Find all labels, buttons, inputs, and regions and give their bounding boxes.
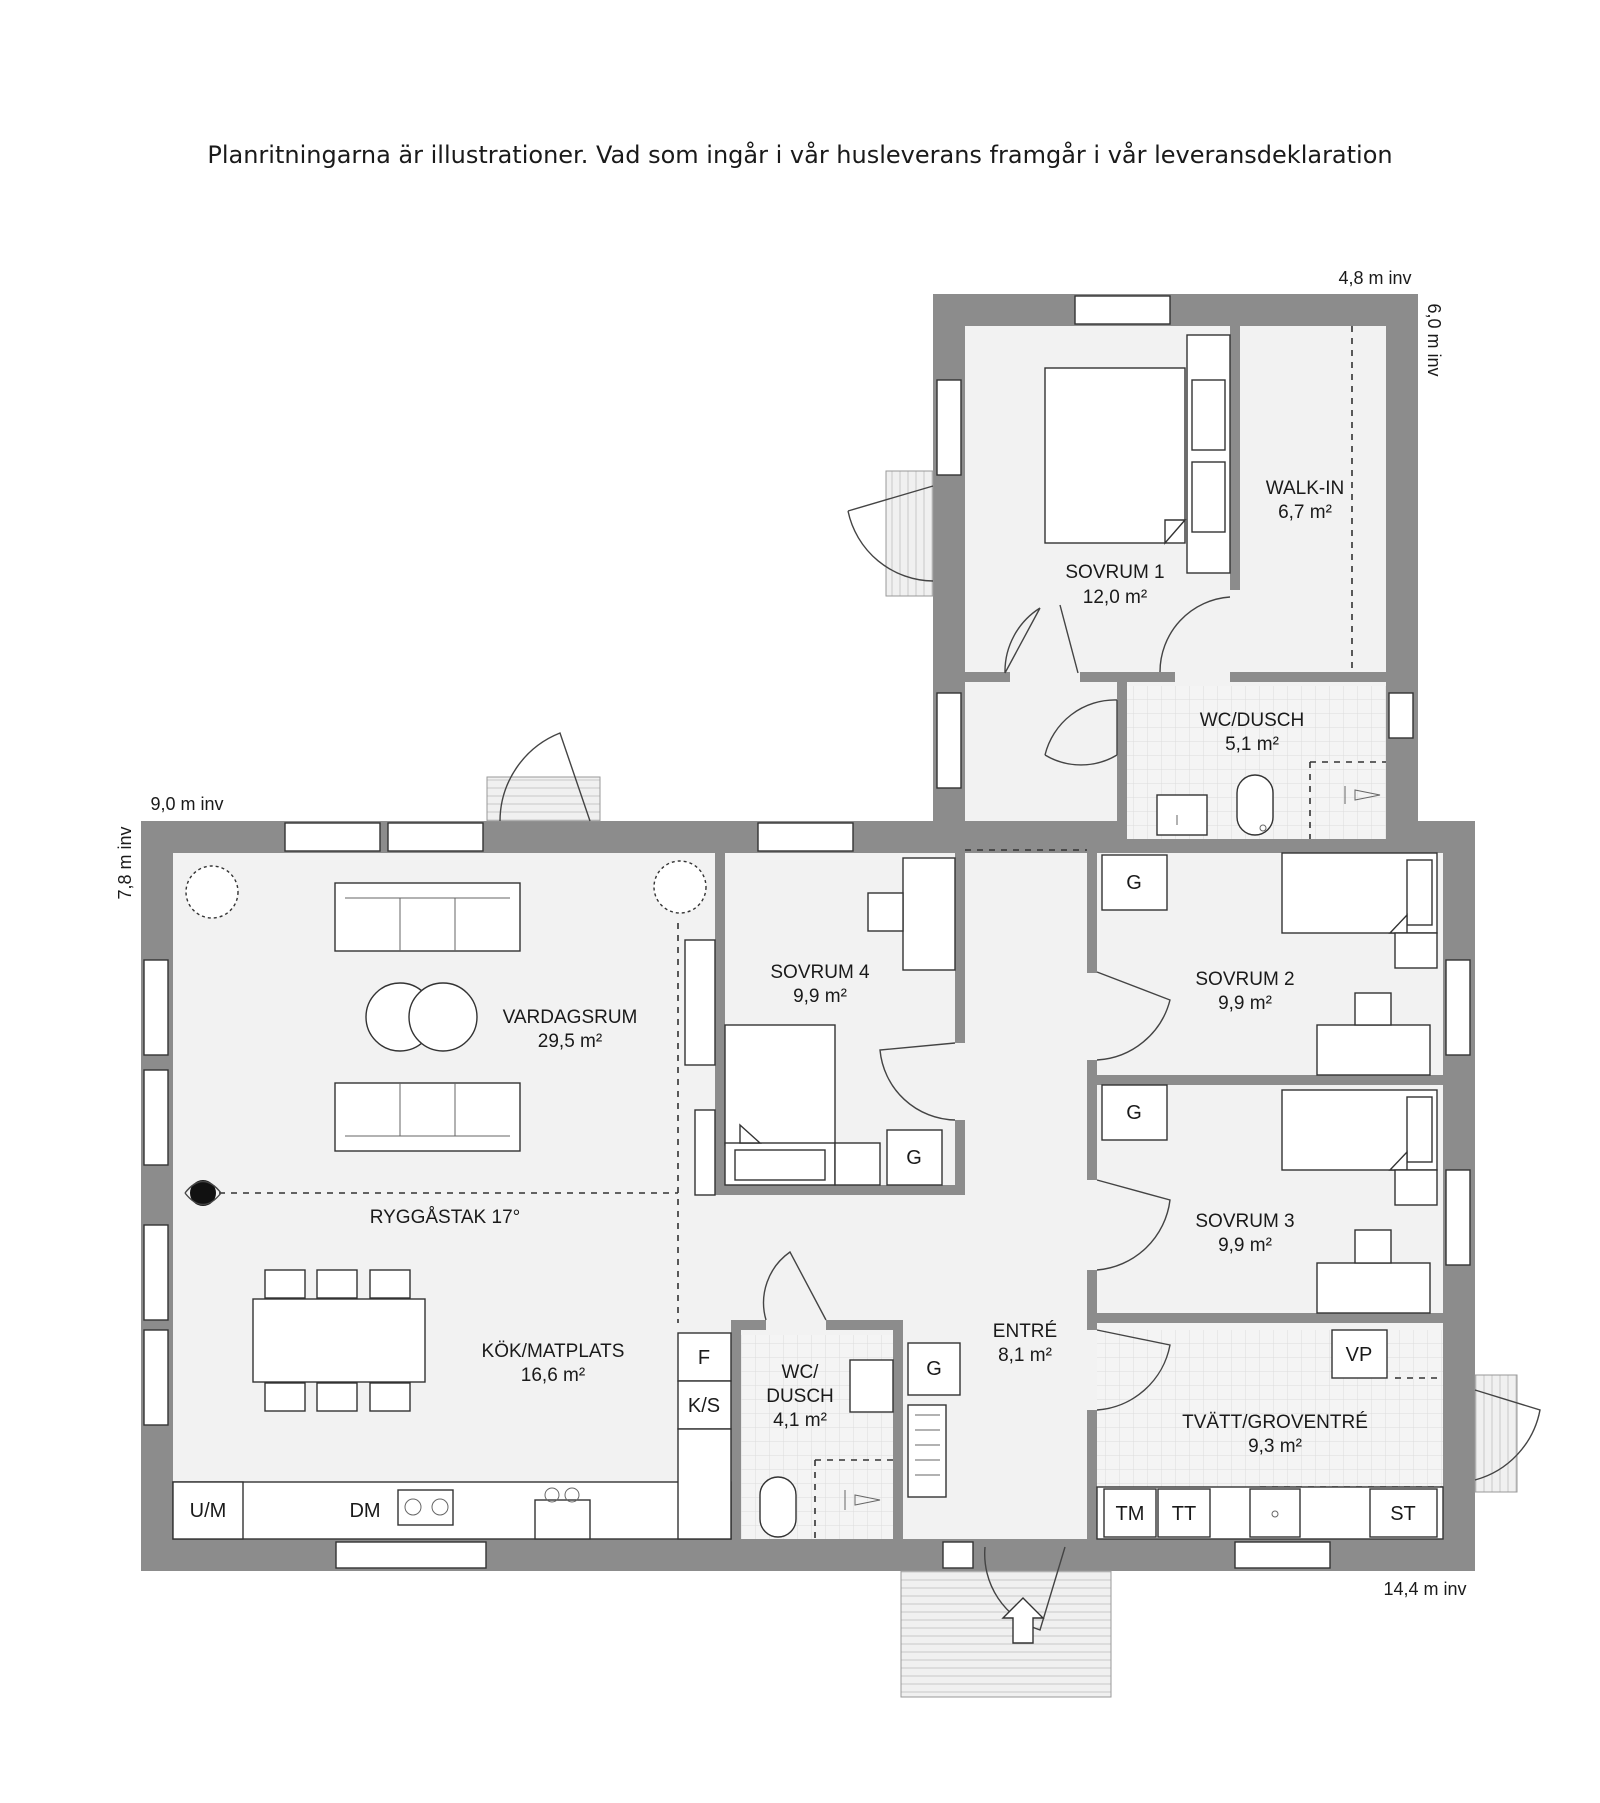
room-wc-small-name2: DUSCH	[766, 1386, 834, 1407]
room-vardagsrum-area: 29,5 m²	[538, 1031, 602, 1052]
room-tvatt-name: TVÄTT/GROVENTRÉ	[1182, 1412, 1368, 1433]
room-tvatt-area: 9,3 m²	[1248, 1436, 1302, 1457]
room-sovrum3-area: 9,9 m²	[1218, 1235, 1272, 1256]
room-wc-top-name: WC/DUSCH	[1200, 710, 1305, 731]
decks	[486, 470, 1518, 1698]
cupboard-label: ST	[1390, 1503, 1416, 1525]
heatpump-label: VP	[1346, 1344, 1373, 1366]
caption: Planritningarna är illustrationer. Vad s…	[207, 140, 1392, 169]
floors	[173, 326, 1443, 1539]
dining-furniture	[252, 1269, 426, 1412]
garderob-sovrum3: G	[1126, 1102, 1142, 1124]
room-sovrum1-name: SOVRUM 1	[1065, 562, 1164, 583]
room-walkin-area: 6,7 m²	[1278, 502, 1332, 523]
room-wc-small-area: 4,1 m²	[773, 1410, 827, 1431]
dim-bottom-total: 14,4 m inv	[1383, 1579, 1466, 1599]
sovrum4-furniture	[724, 857, 956, 1186]
room-sovrum4-name: SOVRUM 4	[770, 962, 870, 983]
room-entre-name: ENTRÉ	[993, 1321, 1057, 1342]
sovrum2-furniture	[1281, 852, 1438, 1076]
kitchen-counter	[172, 1332, 732, 1540]
room-sovrum2-area: 9,9 m²	[1218, 993, 1272, 1014]
wc-top-fixtures	[1156, 774, 1381, 836]
garderob-sovrum4: G	[906, 1147, 922, 1169]
wc-small-fixtures	[759, 1359, 894, 1538]
dashed-lines	[195, 326, 1443, 1539]
windows	[143, 295, 1471, 1569]
living-furniture	[184, 860, 716, 1206]
bed-double	[1044, 334, 1231, 574]
dim-left-width: 9,0 m inv	[150, 794, 223, 814]
fridge-label: F	[698, 1347, 710, 1369]
dim-top-right-depth: 6,0 m inv	[1424, 303, 1444, 376]
room-sovrum3-name: SOVRUM 3	[1195, 1211, 1294, 1232]
dim-left-depth: 7,8 m inv	[115, 826, 135, 899]
dim-top-right-width: 4,8 m inv	[1338, 268, 1411, 288]
washer-label: TM	[1116, 1503, 1145, 1525]
doors	[499, 485, 1541, 1644]
room-sovrum1-area: 12,0 m²	[1083, 587, 1147, 608]
roof-note: RYGGÅSTAK 17°	[370, 1207, 521, 1228]
oven-micro-label: U/M	[190, 1500, 227, 1522]
room-sovrum4-area: 9,9 m²	[793, 986, 847, 1007]
room-wc-top-area: 5,1 m²	[1225, 734, 1279, 755]
fridge-freezer-label: K/S	[688, 1395, 720, 1417]
dishwasher-label: DM	[349, 1500, 380, 1522]
room-entre-area: 8,1 m²	[998, 1345, 1052, 1366]
garderob-sovrum2: G	[1126, 872, 1142, 894]
room-walkin-name: WALK-IN	[1266, 478, 1344, 499]
laundry-furniture	[1096, 1329, 1444, 1540]
entry-furniture	[907, 1342, 961, 1498]
room-kok-area: 16,6 m²	[521, 1365, 585, 1386]
room-sovrum2-name: SOVRUM 2	[1195, 969, 1294, 990]
room-vardagsrum-name: VARDAGSRUM	[503, 1007, 638, 1028]
interior-walls	[715, 326, 1443, 1539]
garderob-boxes	[886, 854, 1168, 1186]
garderob-entre: G	[926, 1358, 942, 1380]
sovrum3-furniture	[1281, 1089, 1438, 1314]
room-wc-small-name: WC/	[782, 1362, 820, 1383]
room-kok-name: KÖK/MATPLATS	[482, 1341, 625, 1362]
dryer-label: TT	[1172, 1503, 1196, 1525]
